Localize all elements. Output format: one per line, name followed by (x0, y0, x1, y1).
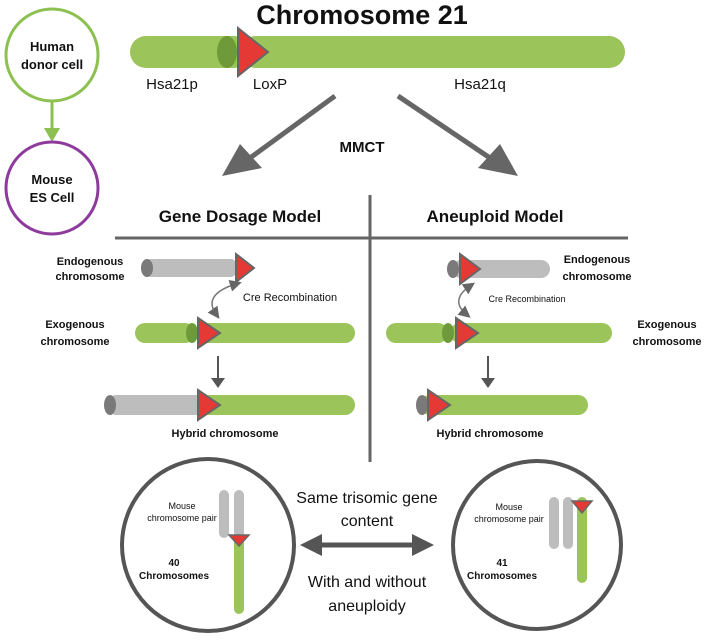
center-bottom-line2: aneuploidy (328, 598, 405, 615)
left-count-number: 40 (168, 558, 180, 569)
loxp-triangle (237, 25, 270, 79)
left-exogenous-line1: Exogenous (45, 319, 104, 331)
right-result-cell (451, 459, 623, 631)
left-pair-line1: Mouse (168, 501, 195, 511)
right-cre-label: Cre Recombination (488, 294, 565, 304)
right-hybrid-chromosome (416, 388, 588, 422)
mouse-cell-line2: ES Cell (30, 190, 75, 205)
mmct-arrow-right (396, 93, 492, 161)
gene-dosage-title: Gene Dosage Model (159, 207, 321, 226)
left-endogenous-line1: Endogenous (57, 256, 124, 268)
right-exogenous-chromosome (386, 316, 612, 350)
right-pair-line1: Mouse (495, 502, 522, 512)
left-endogenous-chromosome (141, 251, 256, 285)
loxp-label: LoxP (253, 76, 287, 93)
center-top-line1: Same trisomic gene (296, 490, 437, 507)
left-hybrid-chromosome (104, 388, 355, 422)
left-hybrid-label: Hybrid chromosome (172, 428, 279, 440)
human-donor-cell (4, 7, 100, 103)
left-cre-arrow (207, 279, 242, 319)
human-cell-line1: Human (30, 39, 74, 54)
right-endogenous-line2: chromosome (562, 271, 631, 283)
mouse-es-cell (4, 140, 100, 236)
mouse-cell-line1: Mouse (31, 172, 72, 187)
double-arrow (300, 534, 434, 556)
chromosome-21 (130, 25, 625, 79)
left-result-cell (120, 457, 296, 633)
right-count-label: Chromosomes (467, 571, 537, 582)
human-cell-line2: donor cell (21, 57, 83, 72)
q-arm-label: Hsa21q (454, 76, 506, 93)
p-arm-label: Hsa21p (146, 76, 198, 93)
left-exogenous-chromosome (135, 316, 355, 350)
right-endogenous-line1: Endogenous (564, 254, 631, 266)
right-cre-arrow (457, 282, 475, 318)
left-cre-label: Cre Recombination (243, 292, 337, 304)
mmct-arrow-left (248, 93, 337, 161)
left-pair-line2: chromosome pair (147, 513, 217, 523)
right-count-number: 41 (496, 558, 508, 569)
right-exogenous-line1: Exogenous (637, 319, 696, 331)
cell-arrow-head (44, 128, 60, 142)
aneuploid-title: Aneuploid Model (427, 207, 564, 226)
right-mouse-chromosome-trio (549, 497, 594, 583)
right-pair-line2: chromosome pair (474, 514, 544, 524)
left-exogenous-line2: chromosome (40, 336, 109, 348)
right-hybrid-label: Hybrid chromosome (437, 428, 544, 440)
center-bottom-line1: With and without (308, 574, 427, 591)
left-mouse-chromosome-pair (219, 490, 251, 614)
right-exogenous-line2: chromosome (632, 336, 701, 348)
left-count-label: Chromosomes (139, 571, 209, 582)
left-endogenous-line2: chromosome (55, 271, 124, 283)
page-title: Chromosome 21 (256, 0, 468, 30)
right-endogenous-chromosome (447, 252, 550, 286)
mmct-label: MMCT (340, 139, 385, 156)
center-top-line2: content (341, 513, 394, 530)
